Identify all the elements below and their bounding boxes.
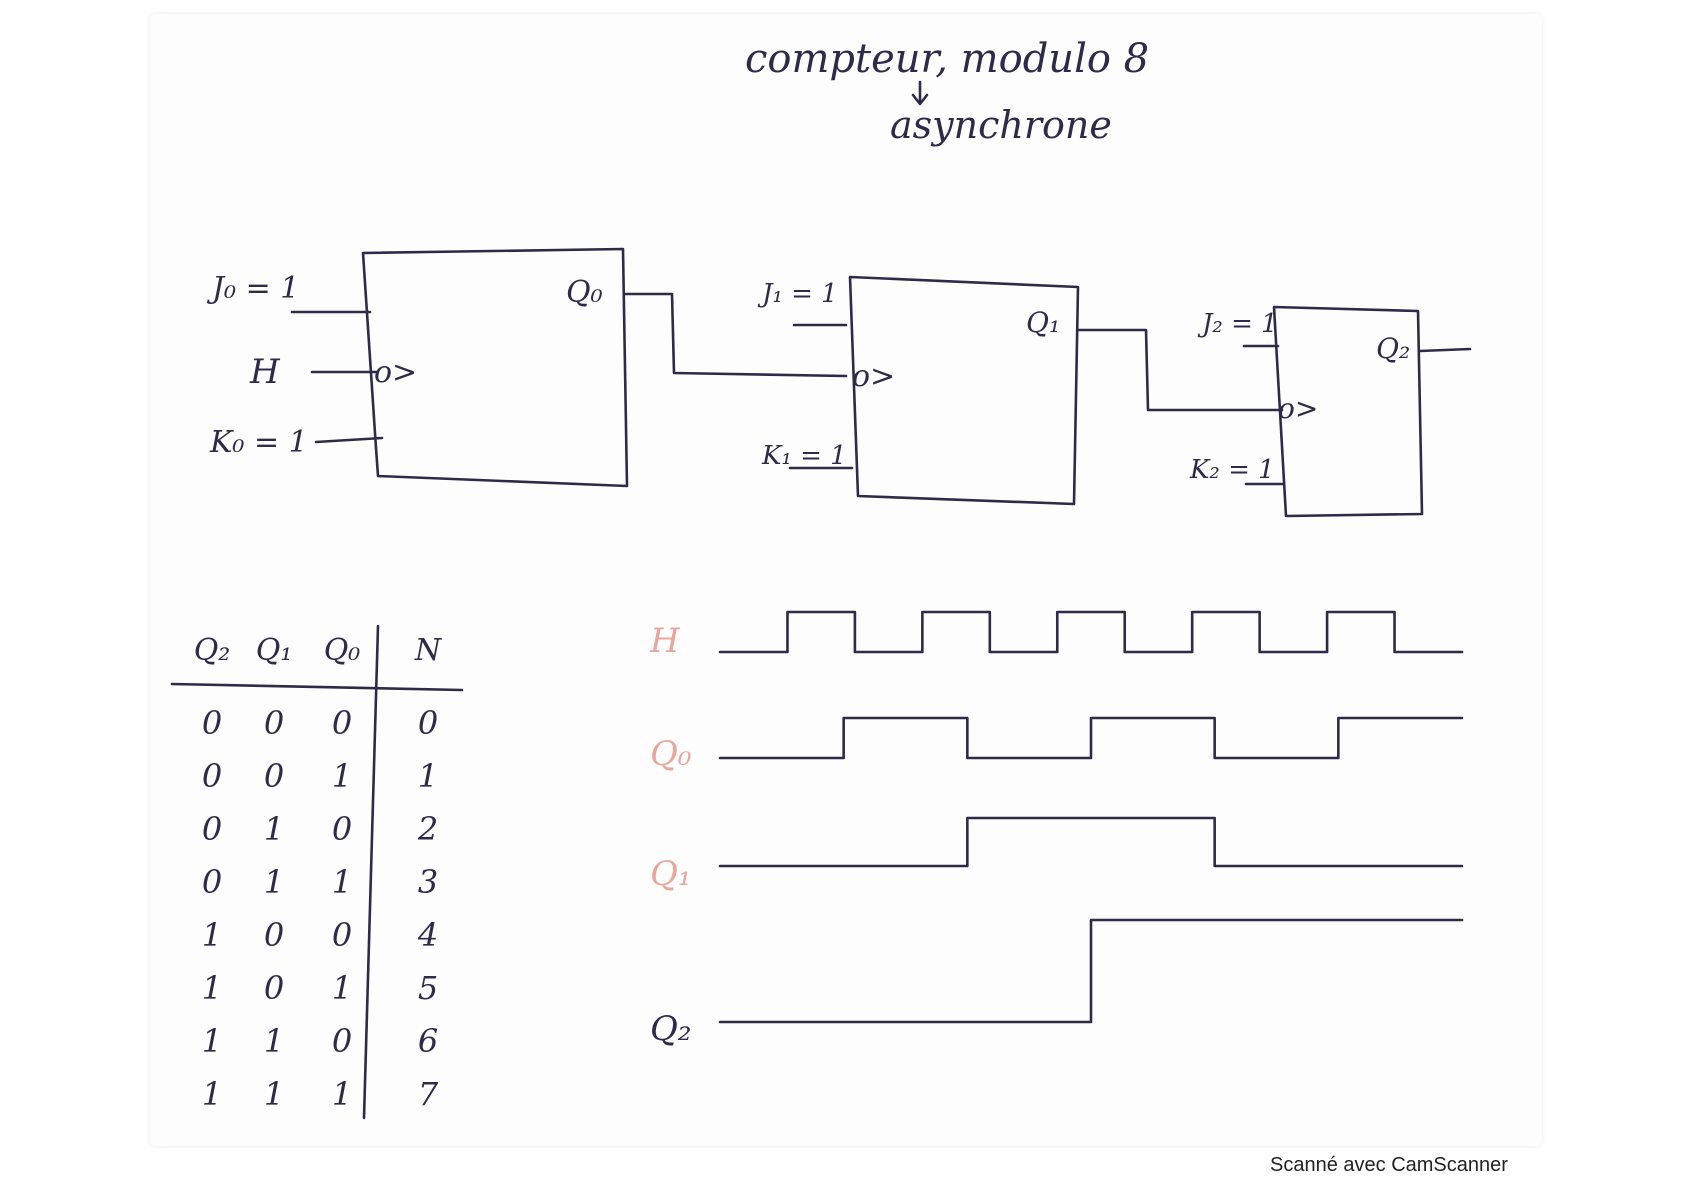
table-cell: 0 xyxy=(332,810,352,848)
flipflop-0-k-label: K₀ = 1 xyxy=(209,425,308,460)
table-cell: 3 xyxy=(418,863,438,901)
flipflop-2-q-line xyxy=(1420,349,1470,351)
table-cell: 1 xyxy=(202,916,222,954)
flipflop-1-k-label: K₁ = 1 xyxy=(761,441,847,471)
table-cell: 1 xyxy=(202,1022,222,1060)
table-cell: 0 xyxy=(418,704,438,742)
table-column-rule xyxy=(364,626,378,1118)
table-cell: 1 xyxy=(264,810,284,848)
flipflop-2: J₂ = 1 o> K₂ = 1 Q₂ xyxy=(1189,307,1470,516)
table-cell: 0 xyxy=(202,757,222,795)
flipflop-1-q-label: Q₁ xyxy=(1026,306,1060,339)
scanner-footer: Scanné avec CamScanner xyxy=(1270,1154,1508,1177)
table-cell: 0 xyxy=(202,810,222,848)
flipflop-0-clock-symbol: o> xyxy=(374,355,417,390)
table-cell: 0 xyxy=(264,969,284,1007)
flipflop-1-j-label: J₁ = 1 xyxy=(757,279,838,309)
flipflop-0-clock-label: H xyxy=(249,352,281,392)
truth-table: Q₂ Q₁ Q₀ N 0 0 0 0 0 0 1 1 0 1 0 2 0 1 1 3 1 0 0 4 1 0 1 5 1 1 0 6 1 1 1 7 xyxy=(172,626,462,1118)
table-cell: 1 xyxy=(264,863,284,901)
table-header-rule xyxy=(172,684,462,690)
signal-q0-label: Q₀ xyxy=(650,734,692,774)
table-cell: 2 xyxy=(417,810,438,848)
timing-diagram: H Q₀ Q₁ Q₂ xyxy=(649,612,1462,1049)
title-arrow xyxy=(913,82,927,104)
table-cell: 1 xyxy=(332,757,352,795)
signal-q0-waveform xyxy=(720,718,1462,758)
signal-q1-label: Q₁ xyxy=(650,854,692,894)
signal-h-waveform xyxy=(720,612,1462,652)
flipflop-0: J₀ = 1 H o> K₀ = 1 Q₀ xyxy=(206,249,627,486)
table-cell: 6 xyxy=(418,1022,438,1060)
table-cell: 1 xyxy=(332,863,352,901)
table-cell: 0 xyxy=(202,704,222,742)
flipflop-0-k-line xyxy=(316,438,382,442)
table-cell: 0 xyxy=(202,863,222,901)
flipflop-2-q-label: Q₂ xyxy=(1376,332,1410,365)
flipflop-2-j-label: J₂ = 1 xyxy=(1197,309,1278,339)
table-cell: 1 xyxy=(332,969,352,1007)
table-header-2: Q₀ xyxy=(324,633,361,668)
wire-q1-to-clk2 xyxy=(1078,330,1282,410)
table-cell: 0 xyxy=(332,1022,352,1060)
table-header-1: Q₁ xyxy=(256,633,293,668)
table-header-0: Q₂ xyxy=(194,633,231,668)
table-cell: 4 xyxy=(417,916,438,954)
table-cell: 1 xyxy=(202,1075,222,1113)
signal-q2-label: Q₂ xyxy=(650,1009,692,1049)
table-header-3: N xyxy=(414,633,443,668)
flipflop-0-j-label: J₀ = 1 xyxy=(206,271,299,306)
table-cell: 0 xyxy=(332,916,352,954)
diagram-title: compteur, modulo 8 xyxy=(745,36,1149,82)
flipflop-2-clock-symbol: o> xyxy=(1278,392,1318,425)
table-cell: 5 xyxy=(418,969,438,1007)
flipflop-1-clock-symbol: o> xyxy=(852,359,895,394)
table-cell: 0 xyxy=(264,757,284,795)
signal-h-label: H xyxy=(649,621,681,661)
diagram-subtitle: asynchrone xyxy=(890,103,1112,147)
table-cell: 1 xyxy=(202,969,222,1007)
table-cell: 0 xyxy=(264,916,284,954)
signal-q2-waveform xyxy=(720,920,1462,1022)
table-cell: 1 xyxy=(264,1075,284,1113)
flipflop-1: J₁ = 1 o> K₁ = 1 Q₁ xyxy=(757,277,1078,504)
flipflop-0-q-label: Q₀ xyxy=(566,275,603,310)
flipflop-2-k-label: K₂ = 1 xyxy=(1189,455,1275,485)
table-cell: 1 xyxy=(264,1022,284,1060)
table-cell: 7 xyxy=(418,1075,439,1113)
table-cell: 1 xyxy=(418,757,438,795)
signal-q1-waveform xyxy=(720,818,1462,866)
table-cell: 1 xyxy=(332,1075,352,1113)
table-cell: 0 xyxy=(264,704,284,742)
table-cell: 0 xyxy=(332,704,352,742)
